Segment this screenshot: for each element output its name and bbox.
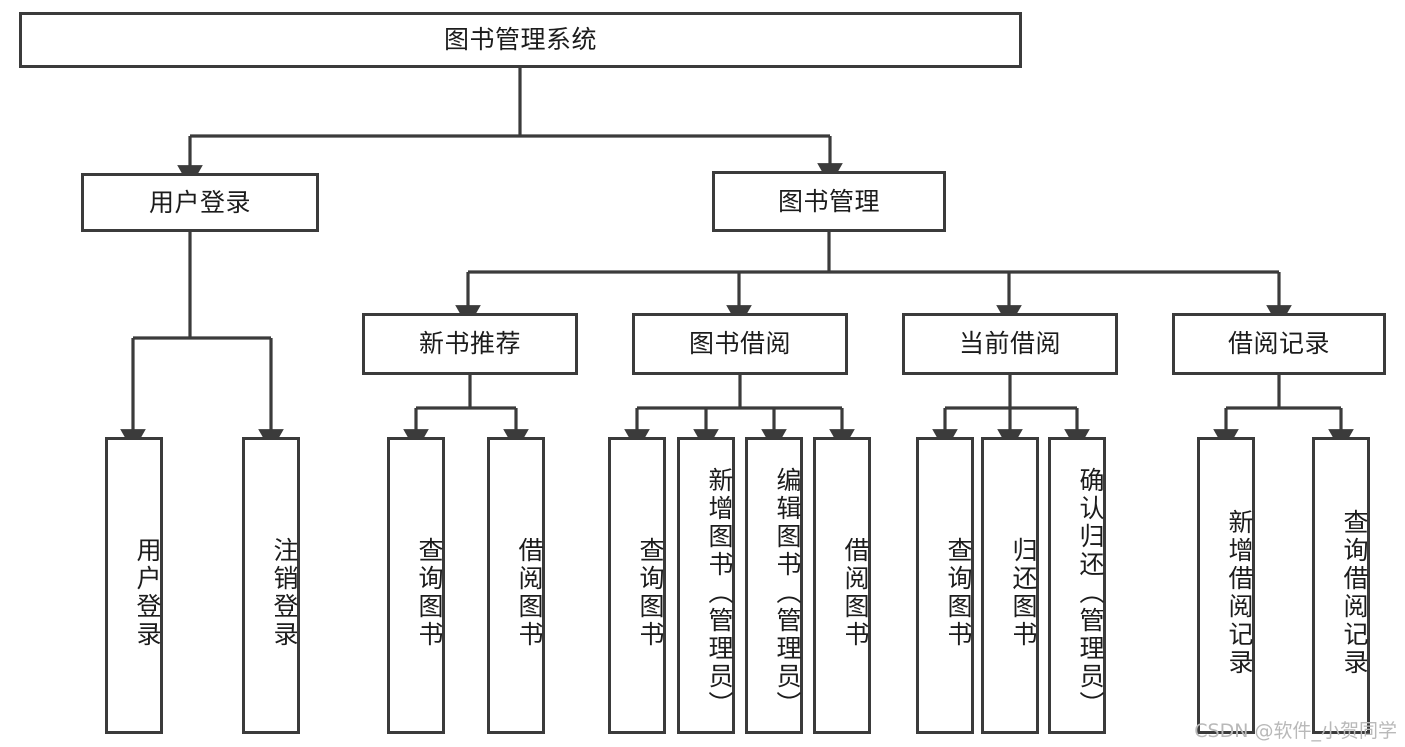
node-label: 编辑图书（管理员） [773, 466, 802, 719]
node-label: 借阅记录 [1227, 329, 1330, 359]
root-node-0[interactable]: 图书管理系统 [19, 12, 1022, 68]
node-label: 借阅图书 [841, 536, 870, 649]
level1-node-0[interactable]: 用户登录 [81, 173, 319, 232]
leaf-node-7[interactable]: 借阅图书 [813, 437, 871, 734]
leaf-node-10[interactable]: 确认归还（管理员） [1048, 437, 1106, 734]
leaf-node-2[interactable]: 查询图书 [387, 437, 445, 734]
node-label: 新增借阅记录 [1225, 508, 1254, 677]
leaf-node-5[interactable]: 新增图书（管理员） [677, 437, 735, 734]
node-label: 查询图书 [944, 536, 973, 649]
csdn-watermark: CSDN @软件_小贺同学 [1194, 720, 1397, 742]
level1-node-1[interactable]: 图书管理 [712, 171, 946, 232]
node-label: 确认归还（管理员） [1076, 466, 1105, 719]
level2-node-3[interactable]: 借阅记录 [1172, 313, 1386, 375]
level2-node-1[interactable]: 图书借阅 [632, 313, 848, 375]
leaf-node-11[interactable]: 新增借阅记录 [1197, 437, 1255, 734]
node-label: 用户登录 [133, 536, 162, 649]
leaf-node-4[interactable]: 查询图书 [608, 437, 666, 734]
leaf-node-1[interactable]: 注销登录 [242, 437, 300, 734]
node-label: 图书借阅 [688, 329, 791, 359]
node-label: 归还图书 [1009, 536, 1038, 649]
node-label: 新增图书（管理员） [705, 466, 734, 719]
leaf-node-12[interactable]: 查询借阅记录 [1312, 437, 1370, 734]
node-label: 查询图书 [636, 536, 665, 649]
leaf-node-8[interactable]: 查询图书 [916, 437, 974, 734]
node-label: 用户登录 [148, 187, 251, 217]
node-label: 新书推荐 [418, 329, 521, 359]
node-label: 图书管理 [777, 186, 880, 216]
leaf-node-0[interactable]: 用户登录 [105, 437, 163, 734]
node-label: 查询借阅记录 [1340, 508, 1369, 677]
node-label: 查询图书 [415, 536, 444, 649]
node-label: 当前借阅 [958, 329, 1061, 359]
leaf-node-9[interactable]: 归还图书 [981, 437, 1039, 734]
leaf-node-3[interactable]: 借阅图书 [487, 437, 545, 734]
level2-node-0[interactable]: 新书推荐 [362, 313, 578, 375]
level2-node-2[interactable]: 当前借阅 [902, 313, 1118, 375]
leaf-node-6[interactable]: 编辑图书（管理员） [745, 437, 803, 734]
node-label: 借阅图书 [515, 536, 544, 649]
node-label: 注销登录 [270, 536, 299, 649]
node-label: 图书管理系统 [443, 25, 597, 55]
